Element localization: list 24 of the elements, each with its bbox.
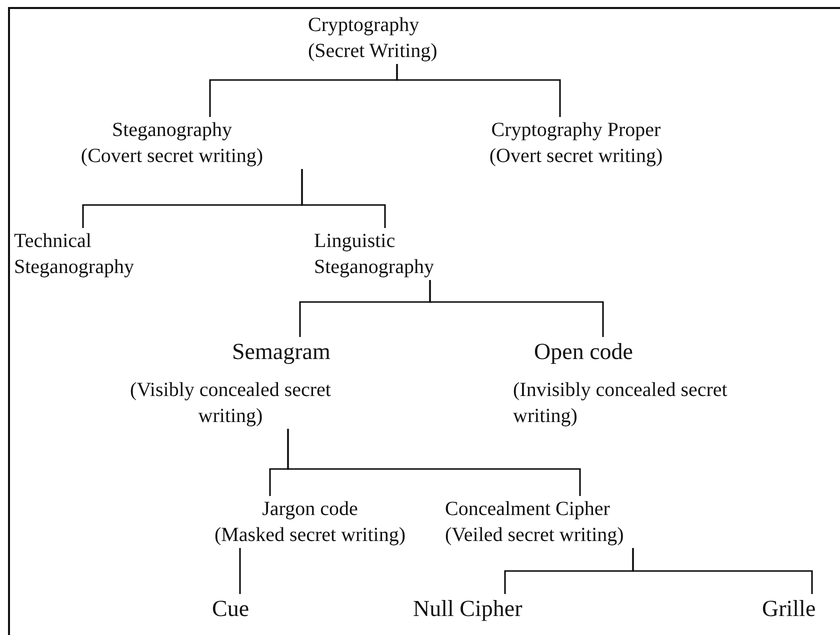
connector-line <box>429 280 604 337</box>
connector-line <box>396 64 561 117</box>
node-label: Linguistic Steganography <box>314 229 435 280</box>
node-title: Concealment Cipher <box>445 497 611 522</box>
node-title: Cryptography <box>308 13 420 38</box>
connector-line <box>287 428 581 496</box>
node-title: Jargon code <box>261 497 359 522</box>
node-label: Null Cipher <box>413 595 524 623</box>
node-description: (Covert secret writing) <box>80 144 264 169</box>
node-description: (Veiled secret writing) <box>445 523 625 548</box>
node-label: Cue <box>212 595 250 623</box>
node-description: (Secret Writing) <box>308 39 438 64</box>
node-label: Technical Steganography <box>14 229 135 280</box>
connector-line <box>239 548 241 594</box>
node-label: Grille <box>762 595 817 623</box>
node-description: (Visibly concealed secret writing) <box>129 378 332 429</box>
node-description: (Invisibly concealed secret writing) <box>513 378 728 429</box>
node-title: Cryptography Proper <box>490 118 662 143</box>
connector-line <box>632 548 813 594</box>
node-title: Steganography <box>111 118 233 143</box>
node-description: (Overt secret writing) <box>488 144 664 169</box>
node-title: Open code <box>534 338 634 366</box>
node-title: Semagram <box>232 338 332 366</box>
connector-line <box>301 169 386 228</box>
